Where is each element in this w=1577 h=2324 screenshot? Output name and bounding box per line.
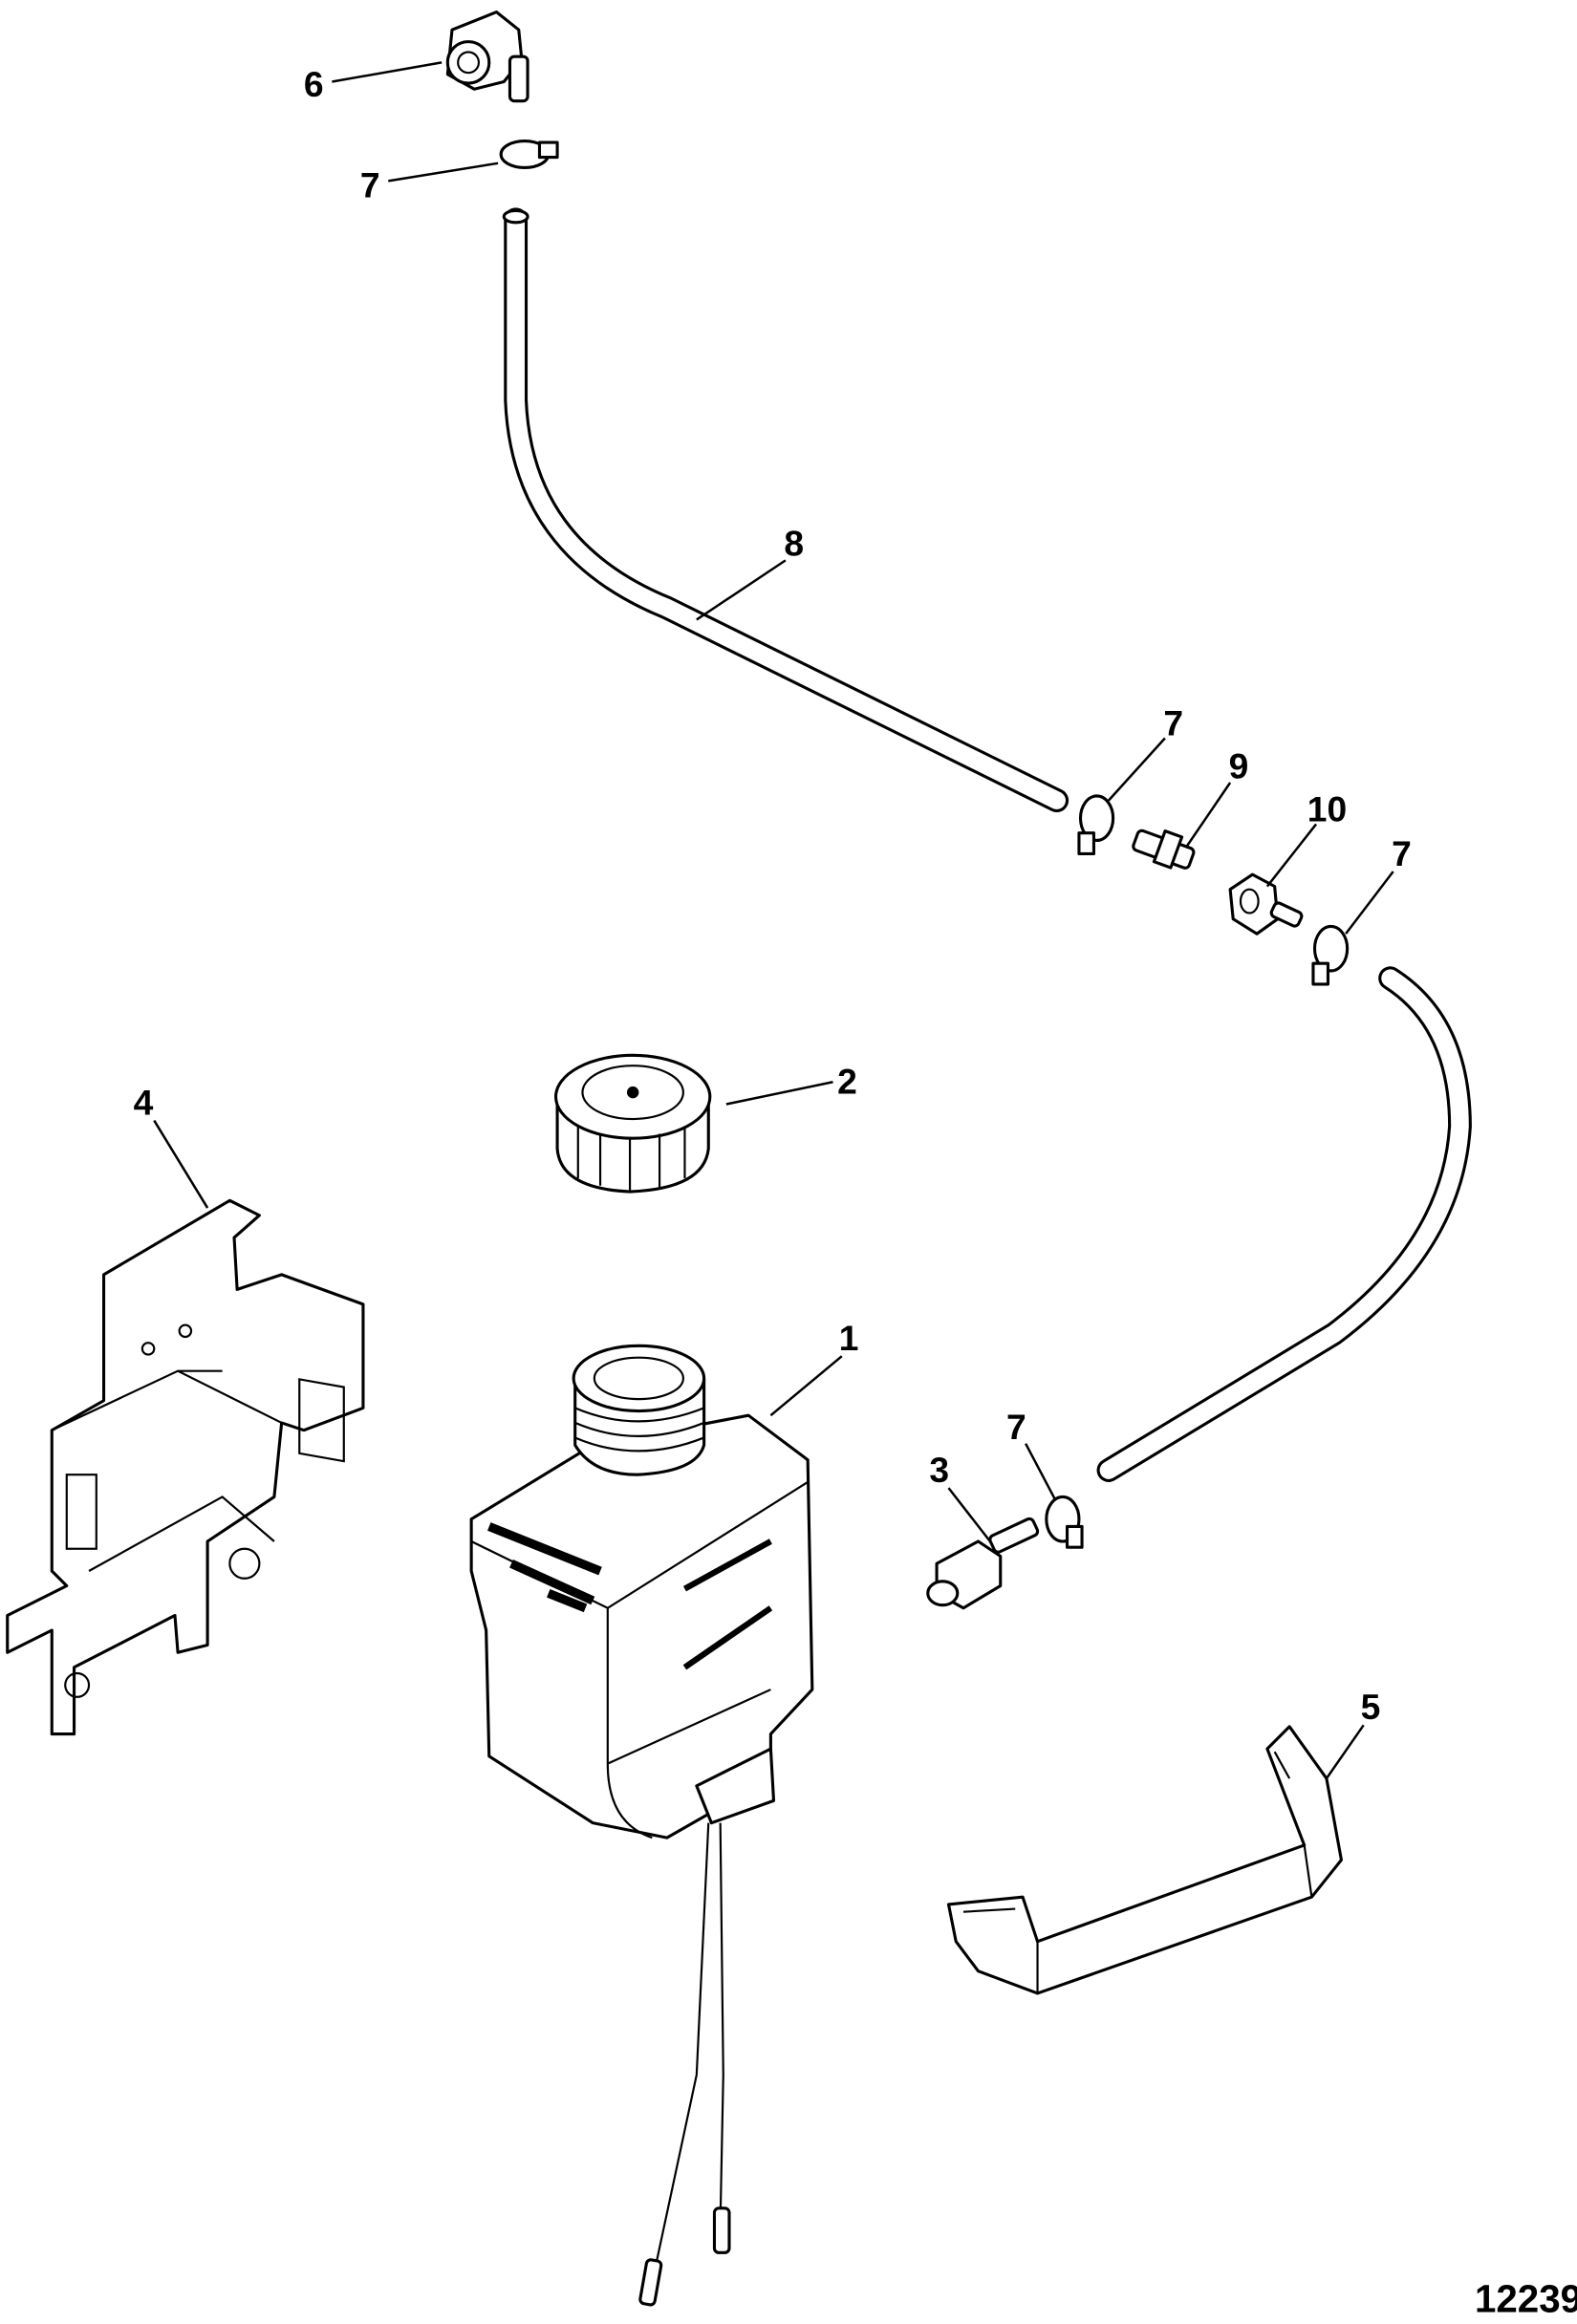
callout-7: 7 bbox=[1163, 702, 1183, 742]
reservoir-label-artwork bbox=[487, 1522, 602, 1613]
callout-10: 10 bbox=[1307, 788, 1347, 828]
callout-3: 3 bbox=[929, 1450, 949, 1490]
part-3-fitting bbox=[926, 1517, 1040, 1610]
callout-7: 7 bbox=[1006, 1407, 1026, 1447]
part-9-fitting bbox=[1132, 828, 1196, 870]
part-7-hose-clamp-bottom bbox=[1045, 1495, 1084, 1549]
callout-9: 9 bbox=[1229, 745, 1249, 785]
part-7-hose-clamp-right-2 bbox=[1311, 924, 1350, 986]
leader-lines bbox=[153, 61, 1394, 1779]
part-6-elbow-fitting bbox=[445, 11, 529, 103]
part-10-fitting bbox=[1228, 872, 1304, 936]
callout-2: 2 bbox=[837, 1062, 857, 1102]
callout-7: 7 bbox=[360, 164, 380, 204]
part-8-hose-lower bbox=[1096, 966, 1472, 1482]
part-8-hose bbox=[502, 207, 1069, 813]
callout-5: 5 bbox=[1361, 1687, 1381, 1727]
part-4-bracket bbox=[6, 1198, 365, 1736]
part-1-reservoir bbox=[469, 1344, 814, 2307]
callout-4: 4 bbox=[134, 1082, 154, 1122]
part-5-strap bbox=[946, 1725, 1343, 1995]
part-7-hose-clamp-right bbox=[1077, 794, 1115, 855]
part-2-cap bbox=[553, 1053, 712, 1194]
part-7-hose-clamp-top bbox=[499, 139, 559, 169]
callout-1: 1 bbox=[839, 1318, 859, 1358]
callout-8: 8 bbox=[784, 524, 804, 564]
callout-6: 6 bbox=[304, 64, 324, 104]
figure-number: 12239 bbox=[1475, 2277, 1577, 2320]
callout-7: 7 bbox=[1392, 833, 1412, 873]
